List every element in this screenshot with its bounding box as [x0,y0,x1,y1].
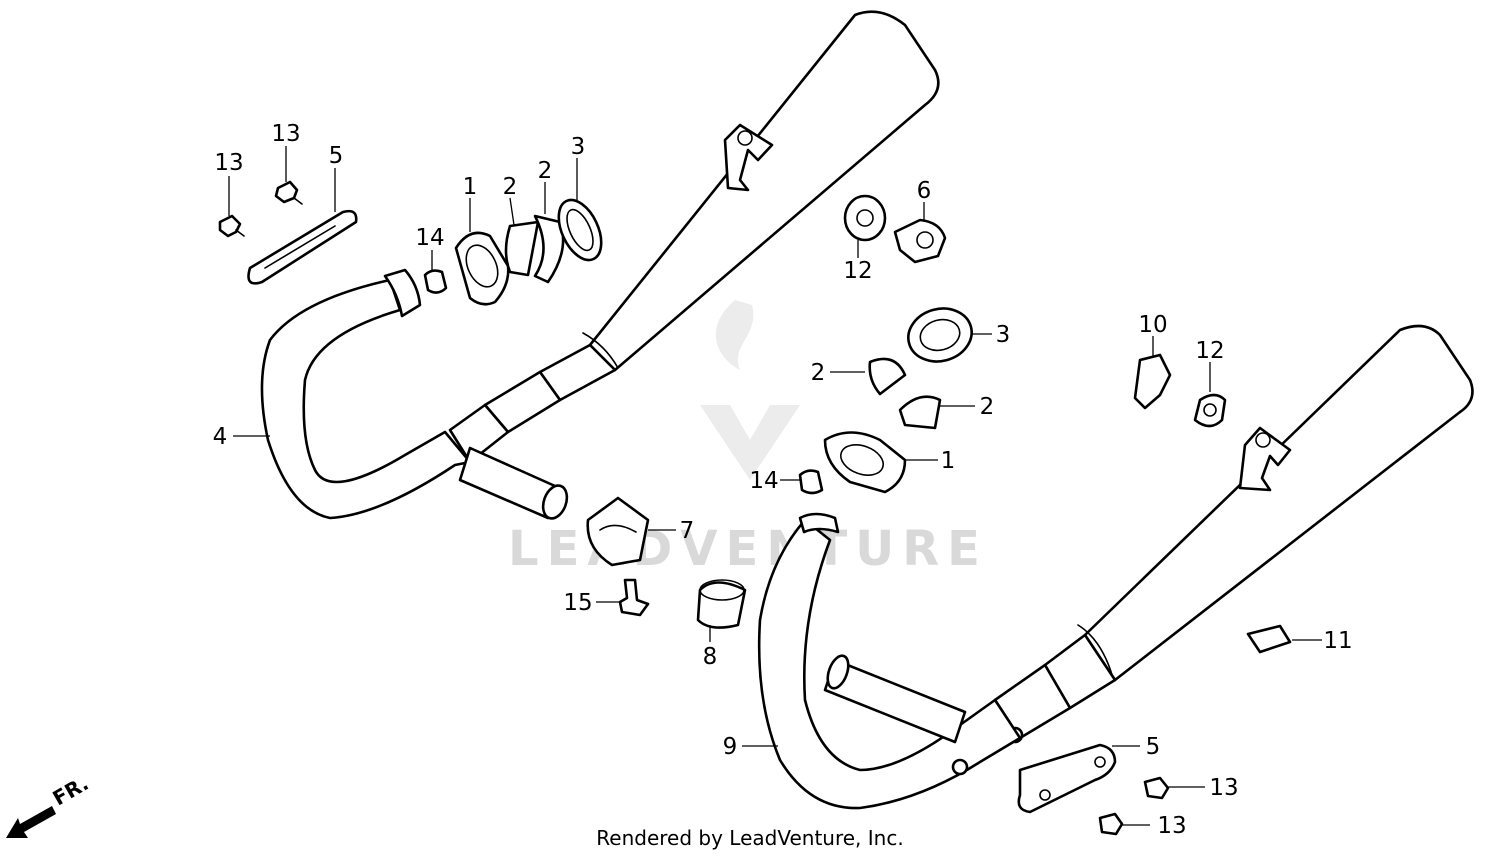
callout-13-upper-a: 13 [214,150,243,176]
callout-5-upper: 5 [329,143,344,169]
callout-14-upper: 14 [415,225,444,251]
callout-13-lower-b: 13 [1157,813,1186,839]
callout-4: 4 [213,424,228,450]
left-exhaust-pipe [260,268,569,520]
watermark-logo [700,300,800,480]
callout-2-upper-a: 2 [503,174,518,200]
callout-10: 10 [1138,312,1167,338]
callout-9: 9 [723,734,738,760]
callout-7: 7 [680,518,695,544]
callout-5-lower: 5 [1146,734,1161,760]
callout-labels: 1 2 2 3 13 13 5 14 4 6 12 3 2 2 1 14 7 1… [213,121,1353,839]
front-direction-label: FR. [49,771,93,810]
callout-13-lower-a: 13 [1209,775,1238,801]
watermark-text: LEADVENTURE [508,521,988,577]
right-muffler-assembly [993,324,1474,744]
callout-3-upper: 3 [571,134,586,160]
callout-1-upper: 1 [463,174,478,200]
callout-13-upper-b: 13 [271,121,300,147]
callout-1-center: 1 [941,448,956,474]
callout-11: 11 [1323,628,1352,654]
rendered-by-credit: Rendered by LeadVenture, Inc. [596,826,903,850]
leader-lines [228,146,1322,826]
callout-14-center: 14 [749,468,778,494]
callout-3-center: 3 [996,322,1011,348]
small-parts-left [218,180,603,306]
small-parts-center [586,194,1292,836]
callout-2-center-b: 2 [980,394,995,420]
callout-15: 15 [563,590,592,616]
callout-12-right: 12 [1195,338,1224,364]
callout-2-upper-b: 2 [538,158,553,184]
front-direction-arrow-icon [6,806,56,838]
callout-6: 6 [917,178,932,204]
callout-12-center: 12 [843,258,872,284]
right-exhaust-pipe [757,512,1022,810]
callout-2-center-a: 2 [811,360,826,386]
left-muffler-assembly [448,10,940,464]
callout-8: 8 [703,644,718,670]
